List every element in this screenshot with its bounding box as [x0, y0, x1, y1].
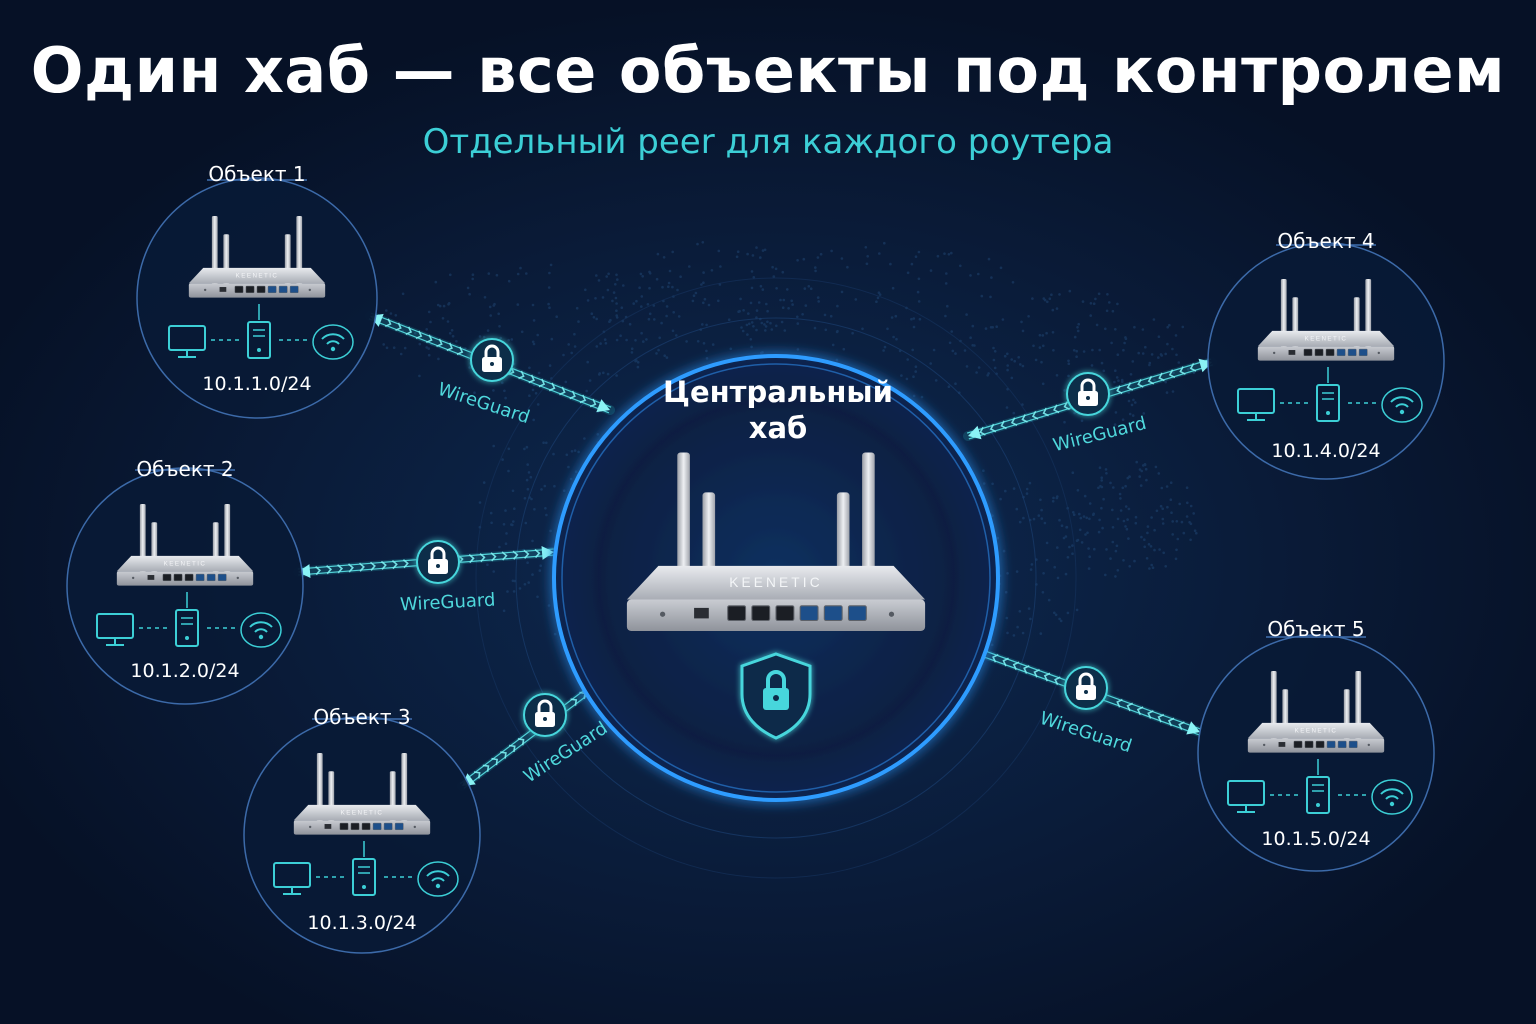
hub-router: KEENETIC [626, 452, 926, 631]
hub-label-line1: Центральный [663, 375, 893, 409]
site-devices [168, 304, 354, 360]
site-4-router: KEENETIC [1257, 279, 1395, 361]
site-3: KEENETIC [243, 716, 481, 954]
tunnel-arrowhead [968, 425, 982, 440]
monitor-icon [273, 862, 311, 895]
tunnel-arrowhead [596, 399, 610, 413]
router-brand-label: KEENETIC [1305, 335, 1348, 342]
hub-circle-inner-ring [561, 363, 991, 793]
tunnel-1 [365, 311, 615, 415]
shield-lock-icon [740, 652, 812, 740]
site-5-router: KEENETIC [1247, 671, 1385, 753]
site-2-router: KEENETIC [116, 504, 254, 586]
lock-icon [470, 338, 514, 382]
site-devices [273, 841, 459, 897]
lock-icon [1064, 666, 1108, 710]
router-brand-label: KEENETIC [164, 560, 207, 567]
site-2: KEENETIC [66, 467, 304, 705]
site-circle [1207, 242, 1445, 480]
site-4-name: Объект 4 [1277, 229, 1375, 253]
site-1-network: 10.1.1.0/24 [202, 373, 312, 395]
page-subtitle: Отдельный peer для каждого роутера [422, 122, 1114, 162]
tunnel-5 [963, 643, 1205, 737]
wifi-icon [417, 861, 459, 897]
site-circle [136, 177, 378, 419]
site-4-network: 10.1.4.0/24 [1271, 440, 1381, 462]
server-icon [1306, 759, 1330, 814]
wifi-icon [240, 612, 282, 648]
wifi-icon [1371, 779, 1413, 815]
tunnel-arrowhead [298, 564, 311, 578]
site-devices [96, 592, 282, 648]
site-2-name: Объект 2 [136, 457, 234, 481]
site-1-router: KEENETIC [188, 216, 326, 298]
wifi-icon [1381, 387, 1423, 423]
server-icon [247, 304, 271, 359]
wifi-icon [312, 324, 354, 360]
site-3-network: 10.1.3.0/24 [307, 912, 417, 934]
site-3-name: Объект 3 [313, 705, 411, 729]
router-brand-label: KEENETIC [341, 809, 384, 816]
tunnel-3 [457, 671, 613, 791]
site-devices [1237, 367, 1423, 423]
lock-icon [523, 693, 567, 737]
page-title: Один хаб — все объекты под контролем [30, 34, 1506, 107]
router-brand-label: KEENETIC [236, 272, 279, 279]
hub-label-line2: хаб [748, 411, 808, 445]
site-4: KEENETIC [1207, 242, 1445, 480]
lock-icon [1066, 372, 1110, 416]
server-icon [352, 841, 376, 896]
hub-rings [475, 277, 1077, 879]
server-icon [1316, 367, 1340, 422]
hub-router-device: KEENETIC [626, 452, 926, 631]
site-2-network: 10.1.2.0/24 [130, 660, 240, 682]
tunnel-arrowhead [541, 546, 554, 560]
monitor-icon [96, 613, 134, 646]
monitor-icon [1237, 388, 1275, 421]
monitor-icon [1227, 780, 1265, 813]
tunnels [293, 311, 1217, 791]
site-1: KEENETIC [136, 177, 378, 419]
site-1-name: Объект 1 [208, 162, 306, 186]
router-brand-label: KEENETIC [729, 575, 822, 590]
hub-label: Центральный хаб [628, 374, 928, 446]
lock-icon [416, 540, 460, 584]
site-circle [1197, 634, 1435, 872]
site-5: KEENETIC [1197, 634, 1435, 872]
monitor-icon [168, 325, 206, 358]
site-circle [243, 716, 481, 954]
site-5-network: 10.1.5.0/24 [1261, 828, 1371, 850]
site-devices [1227, 759, 1413, 815]
tunnel-2 [293, 540, 559, 584]
sites: KEENETIC KEENETIC KEENETIC KEENETIC KEENETIC [66, 177, 1445, 954]
server-icon [175, 592, 199, 647]
site-circle [66, 467, 304, 705]
tunnel-arrowhead [1186, 721, 1200, 735]
tunnel-4 [963, 357, 1217, 441]
site-5-name: Объект 5 [1267, 617, 1365, 641]
router-brand-label: KEENETIC [1295, 727, 1338, 734]
site-3-router: KEENETIC [293, 753, 431, 835]
